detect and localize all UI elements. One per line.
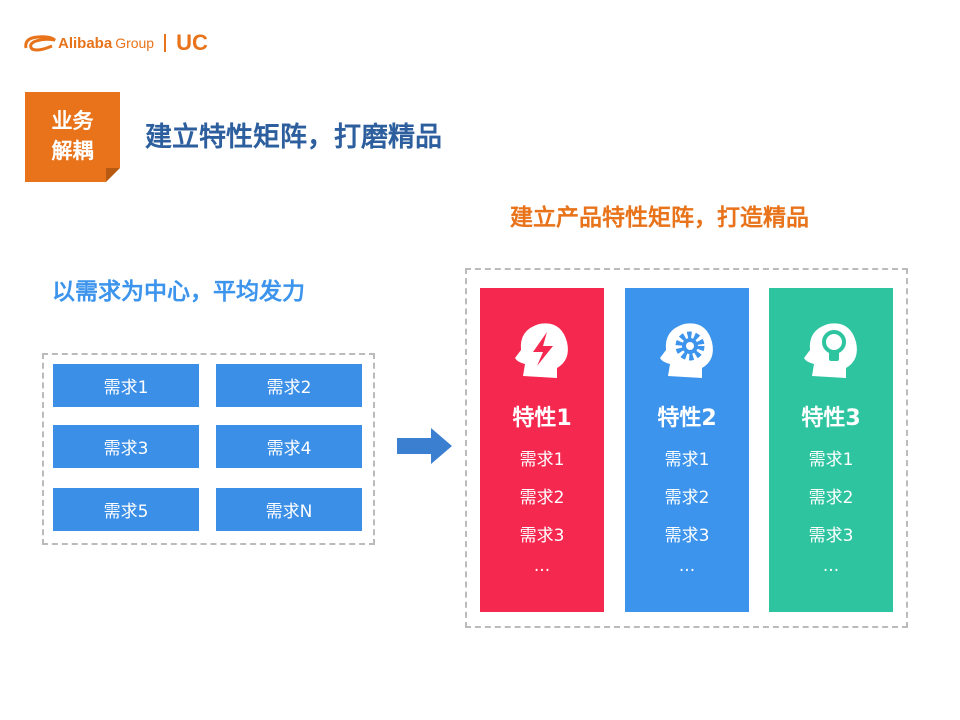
feature-matrix-box	[465, 268, 908, 628]
logo-brand: Alibaba	[58, 34, 113, 52]
page-title: 建立特性矩阵，打磨精品	[145, 122, 442, 153]
logo-uc: UC	[176, 30, 208, 55]
alibaba-uc-logo: Alibaba Group UC	[22, 28, 208, 58]
logo-divider	[164, 34, 167, 52]
badge-line2: 解耦	[51, 139, 94, 163]
requirements-box: 需求1 需求2 需求3 需求4 需求5 需求N	[42, 353, 375, 545]
feature-requirement: 需求1	[664, 450, 710, 470]
requirement-item: 需求2	[216, 364, 362, 407]
feature-requirement: 需求3	[808, 526, 854, 546]
head-lightning-icon	[515, 323, 568, 378]
requirement-item: 需求N	[216, 488, 362, 531]
feature-label: 特性3	[801, 406, 861, 431]
head-gear-icon	[660, 323, 713, 378]
requirement-item: 需求4	[216, 425, 362, 468]
feature-label: 特性2	[657, 406, 717, 431]
feature-requirement: 需求1	[808, 450, 854, 470]
requirement-item: 需求5	[53, 488, 199, 531]
feature-requirement: 需求3	[519, 526, 565, 546]
feature-card: 特性2 需求1 需求2 需求3...	[625, 288, 749, 612]
feature-requirement: 需求1	[519, 450, 565, 470]
requirement-item: 需求1	[53, 364, 199, 407]
feature-more: ...	[533, 556, 551, 576]
left-subtitle: 以需求为中心，平均发力	[52, 279, 305, 305]
feature-more: ...	[822, 556, 840, 576]
requirement-item: 需求3	[53, 425, 199, 468]
feature-requirement: 需求2	[808, 488, 854, 508]
badge-line1: 业务	[51, 109, 94, 133]
feature-card: 特性1 需求1 需求2 需求3...	[480, 288, 604, 612]
logo-group: Group	[115, 35, 155, 51]
feature-requirement: 需求2	[664, 488, 710, 508]
alibaba-logo-icon	[24, 35, 56, 52]
right-subtitle: 建立产品特性矩阵，打造精品	[510, 205, 809, 231]
feature-requirement: 需求3	[664, 526, 710, 546]
feature-label: 特性1	[512, 406, 572, 431]
feature-requirement: 需求2	[519, 488, 565, 508]
feature-more: ...	[678, 556, 696, 576]
arrow-right-icon	[397, 428, 452, 464]
head-bulb-icon	[804, 323, 857, 378]
section-badge: 业务 解耦	[25, 92, 120, 182]
feature-card: 特性3 需求1 需求2 需求3...	[769, 288, 893, 612]
